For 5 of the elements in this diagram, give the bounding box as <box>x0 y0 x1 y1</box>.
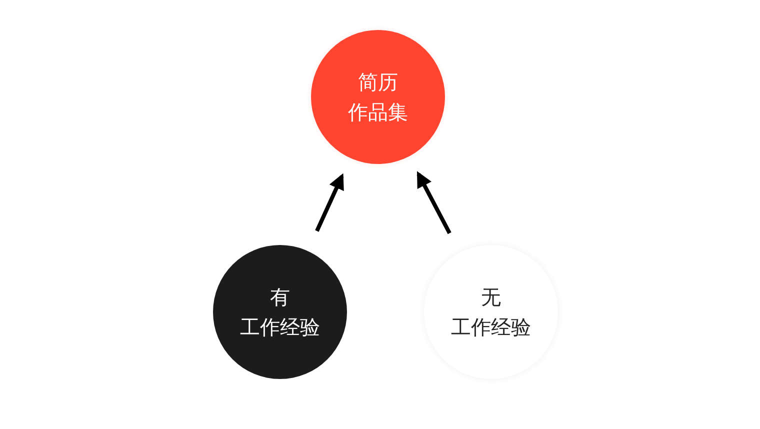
node-label: 无工作经验 <box>451 284 531 341</box>
arrow <box>416 171 452 234</box>
arrow <box>315 173 344 232</box>
node-label: 简历作品集 <box>348 69 408 126</box>
node-label: 有工作经验 <box>240 284 320 341</box>
